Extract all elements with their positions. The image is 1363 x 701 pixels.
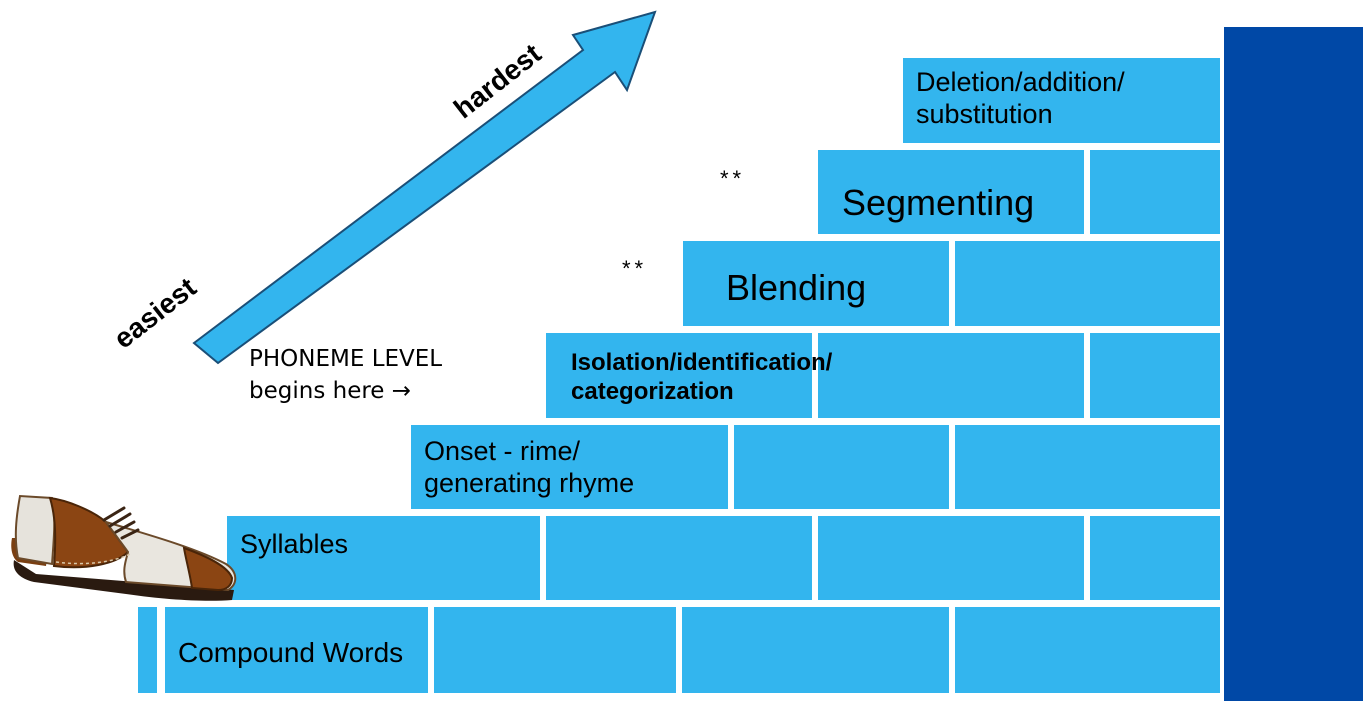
step-label-isolation-line1: Isolation/identification/	[571, 349, 833, 376]
brick	[138, 607, 157, 693]
step-label-syllables: Syllables	[240, 529, 349, 559]
step-label-onset-rime: Onset - rime/ generating rhyme	[424, 435, 634, 500]
brick	[682, 607, 949, 693]
step-label-segmenting: Segmenting	[842, 182, 1035, 223]
step-label-onset-line2: generating rhyme	[424, 468, 635, 499]
marker-segmenting: **	[720, 166, 746, 191]
brick-onset-rime	[411, 425, 728, 509]
brick-isolation	[546, 333, 812, 418]
side-bar	[1224, 27, 1363, 701]
step-label-deletion: Deletion/addition/ substitution	[916, 66, 1125, 131]
brick	[434, 607, 676, 693]
brick	[955, 425, 1220, 509]
step-label-deletion-line2: substitution	[916, 99, 1053, 130]
step-label-isolation: Isolation/identification/ categorization	[571, 349, 832, 407]
brick	[734, 425, 949, 509]
step-label-deletion-line1: Deletion/addition/	[916, 67, 1125, 97]
marker-blending: **	[622, 256, 648, 281]
brick-compound-words	[165, 607, 428, 693]
brick	[955, 241, 1220, 326]
brick-syllables	[227, 516, 540, 600]
brick	[1090, 333, 1220, 418]
note-line2: begins here →	[249, 378, 412, 405]
step-label-blending: Blending	[726, 267, 867, 308]
brick-deletion	[903, 58, 1220, 143]
shoe-icon	[11, 494, 237, 601]
brick	[1090, 150, 1220, 234]
step-label-compound-words: Compound Words	[178, 637, 404, 668]
brick	[546, 516, 812, 600]
brick	[818, 333, 1084, 418]
phoneme-level-note: PHONEME LEVEL begins here →	[249, 343, 442, 407]
arrow-shape	[192, 10, 657, 365]
brick	[818, 516, 1084, 600]
step-label-isolation-line2: categorization	[571, 377, 734, 405]
brick	[955, 607, 1220, 693]
step-label-onset-line1: Onset - rime/	[424, 436, 581, 466]
brick-segmenting	[818, 150, 1084, 234]
note-line1: PHONEME LEVEL	[249, 346, 443, 372]
brick	[1090, 516, 1220, 600]
brick-blending	[683, 241, 949, 326]
